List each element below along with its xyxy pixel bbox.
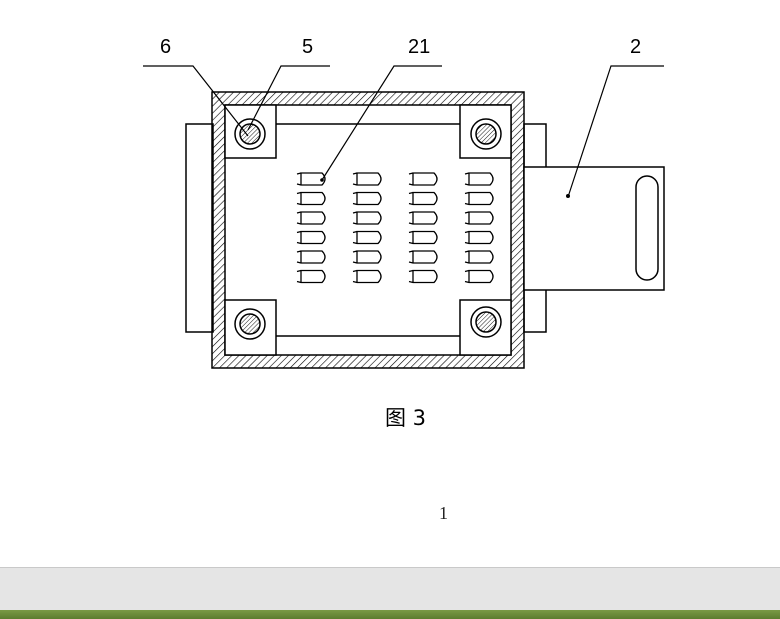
leader-2 (567, 65, 664, 198)
slot-r5-c1 (296, 250, 326, 264)
figure-caption: 图 3 (385, 406, 427, 430)
handle-tab (523, 166, 665, 291)
callout-label-5: 5 (302, 36, 313, 58)
slot-r3-c1 (296, 211, 326, 225)
leader-lines (143, 65, 664, 198)
slot-r3-c2 (352, 211, 382, 225)
slot-r4-c2 (352, 230, 382, 245)
leader-6 (143, 65, 249, 137)
corner-bolt-top-right (459, 104, 512, 159)
slot-r2-c2 (352, 191, 382, 206)
left-flange (185, 123, 214, 333)
leader-dot-2 (566, 194, 570, 198)
slot-r2-c3 (408, 191, 438, 206)
corner-bolt-bottom-left (224, 299, 277, 356)
callout-label-2: 2 (630, 36, 641, 58)
leader-dot-21 (320, 178, 324, 182)
slot-r6-c2 (352, 269, 382, 284)
slot-r6-c3 (408, 269, 438, 284)
slot-r4-c4 (464, 230, 494, 245)
corner-bolt-bottom-right (459, 299, 512, 356)
slot-r1-c2 (352, 172, 382, 186)
slot-r3-c3 (408, 211, 438, 225)
slot-r5-c4 (464, 250, 494, 264)
slot-r6-c1 (296, 269, 326, 284)
corner-bolt-top-left (224, 104, 277, 159)
slot-r2-c1 (296, 191, 326, 206)
slot-r5-c3 (408, 250, 438, 264)
slot-grid (296, 172, 494, 284)
slot-r2-c4 (464, 191, 494, 206)
slot-r4-c3 (408, 230, 438, 245)
slot-r1-c4 (464, 172, 494, 186)
callout-label-21: 21 (408, 36, 430, 58)
page-number: 1 (439, 503, 448, 523)
slot-r5-c2 (352, 250, 382, 264)
slot-r4-c1 (296, 230, 326, 245)
callout-label-6: 6 (160, 36, 171, 58)
slot-r3-c4 (464, 211, 494, 225)
viewer-status-bar (0, 567, 780, 611)
slot-r1-c1 (296, 172, 326, 186)
leader-21 (321, 65, 442, 181)
slot-r6-c4 (464, 269, 494, 284)
slot-r1-c3 (408, 172, 438, 186)
handle-slot (635, 175, 659, 281)
taskbar-strip (0, 610, 780, 619)
leader-5 (247, 65, 330, 131)
